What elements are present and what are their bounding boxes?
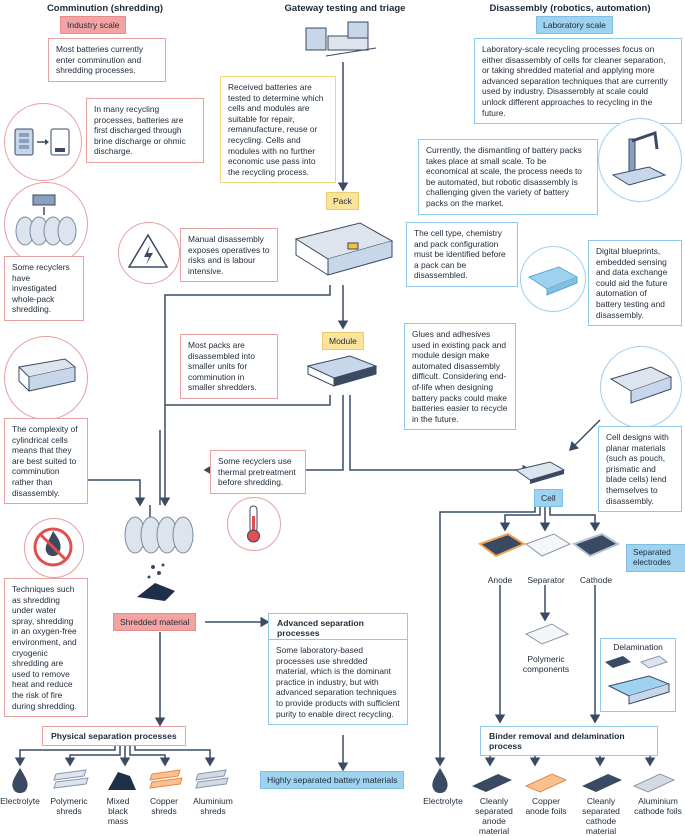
right-outputs-icons xyxy=(432,768,676,793)
high-voltage-icon xyxy=(127,233,169,268)
black-mass-icon xyxy=(108,772,136,790)
digital-blueprint-illustration xyxy=(520,246,586,312)
delamination-panel: Delamination xyxy=(600,638,676,712)
polymeric-components-label: Polymeric components xyxy=(522,654,570,674)
shredder-illustration xyxy=(115,505,205,605)
battery-discharge-illustration xyxy=(4,103,82,181)
lab-scale-box: Laboratory-scale recycling processes foc… xyxy=(474,38,682,125)
output-cathode-material: Cleanly separated cathode material xyxy=(582,796,620,836)
battery-pack-icon xyxy=(294,222,394,276)
planar-box: Cell designs with planar materials (such… xyxy=(598,426,682,513)
fire-hazard-illustration xyxy=(24,518,84,578)
discharge-box: In many recycling processes, batteries a… xyxy=(86,98,204,163)
electrolyte-drop-icon-right xyxy=(432,768,448,793)
glues-adhesives-box: Glues and adhesives used in existing pac… xyxy=(404,323,516,431)
shredded-material-node: Shredded material xyxy=(113,613,197,631)
cylindrical-module-icon xyxy=(17,358,77,392)
advanced-separation-box: Advanced separation processes xyxy=(268,613,408,643)
right-outputs xyxy=(426,766,682,796)
laboratory-scale-tag: Laboratory scale xyxy=(536,16,613,34)
output-aluminium-foils: Aluminium cathode foils xyxy=(634,796,682,816)
output-copper-foils: Copper anode foils xyxy=(525,796,567,816)
received-batteries-box: Received batteries are tested to determi… xyxy=(220,76,336,184)
column-title-gateway: Gateway testing and triage xyxy=(284,3,406,14)
battery-discharge-icon xyxy=(14,128,70,156)
anode-illustration xyxy=(476,530,528,564)
batteries-enter-box: Most batteries currently enter comminuti… xyxy=(48,38,166,82)
high-voltage-illustration xyxy=(118,222,180,284)
anode-label: Anode xyxy=(487,575,513,585)
left-outputs-icons xyxy=(12,768,229,793)
robot-arm-icon xyxy=(611,130,667,186)
separator-illustration xyxy=(522,530,574,564)
manual-disassembly-box: Manual disassembly exposes operatives to… xyxy=(180,228,278,283)
output-electrolyte-left: Electrolyte xyxy=(0,796,40,806)
robot-arm-illustration xyxy=(598,118,682,202)
output-electrolyte-right: Electrolyte xyxy=(423,796,463,806)
column-title-comminution: Comminution (shredding) xyxy=(46,3,164,14)
output-mixed-black-mass: Mixed black mass xyxy=(106,796,130,826)
cylindrical-box: The complexity of cylindrical cells mean… xyxy=(4,418,88,505)
pouch-cell-icon xyxy=(514,461,566,484)
blueprint-icon xyxy=(527,266,579,296)
delamination-label: Delamination xyxy=(613,642,663,652)
highly-separated-node: Highly separated battery materials xyxy=(260,771,405,789)
fire-box: Techniques such as shredding under water… xyxy=(4,578,88,718)
cathode-icon xyxy=(571,532,621,558)
battery-pack-illustration xyxy=(290,215,398,285)
separator-icon xyxy=(524,533,572,557)
gateway-testing-illustration xyxy=(296,18,391,64)
separator-label: Separator xyxy=(527,575,565,585)
module-node: Module xyxy=(322,332,364,350)
delamination-bath-icon xyxy=(605,655,671,705)
shredder-drums-icon xyxy=(124,516,194,601)
output-anode-material: Cleanly separated anode material xyxy=(475,796,513,836)
planar-cells-illustration xyxy=(600,346,682,428)
industry-scale-tag: Industry scale xyxy=(60,16,127,34)
whole-pack-shredding-illustration xyxy=(4,182,88,266)
shredder-icon xyxy=(15,194,77,246)
thermometer-illustration xyxy=(227,497,281,551)
planar-module-icon xyxy=(609,366,673,404)
separated-electrodes-node: Separated electrodes xyxy=(626,544,685,572)
cylindrical-cells-illustration xyxy=(4,336,88,420)
column-title-disassembly: Disassembly (robotics, automation) xyxy=(489,3,651,14)
output-polymeric-shreds: Polymeric shreds xyxy=(50,796,88,816)
dismantling-box: Currently, the dismantling of battery pa… xyxy=(418,139,598,215)
cell-type-box: The cell type, chemistry and pack config… xyxy=(406,222,518,287)
cathode-illustration xyxy=(570,530,622,564)
anode-icon xyxy=(477,532,527,558)
testing-machine-icon xyxy=(305,21,377,57)
physical-separation-box: Physical separation processes xyxy=(42,726,186,746)
left-outputs xyxy=(4,766,234,832)
battery-module-illustration xyxy=(302,350,382,394)
cell-node: Cell xyxy=(534,489,563,507)
whole-pack-box: Some recyclers have investigated whole-p… xyxy=(4,256,84,321)
cathode-label: Cathode xyxy=(579,575,613,585)
blueprints-box: Digital blueprints, embedded sensing and… xyxy=(588,240,682,327)
lab-shredded-box: Some laboratory-based processes use shre… xyxy=(268,639,408,726)
battery-module-icon xyxy=(306,355,378,387)
polymer-sheet-icon xyxy=(524,623,570,645)
thermal-pretreatment-box: Some recyclers use thermal pretreatment … xyxy=(210,450,306,494)
pack-node: Pack xyxy=(326,192,359,210)
binder-removal-box: Binder removal and delamination process xyxy=(480,726,658,756)
output-aluminium-shreds: Aluminium shreds xyxy=(193,796,233,816)
polymeric-components-illustration xyxy=(522,620,572,650)
output-copper-shreds: Copper shreds xyxy=(150,796,178,816)
pouch-cell-illustration xyxy=(510,458,570,488)
electrolyte-drop-icon xyxy=(12,768,28,793)
no-fire-icon xyxy=(33,527,73,567)
thermometer-icon xyxy=(247,505,260,543)
most-packs-box: Most packs are disassembled into smaller… xyxy=(180,334,278,399)
